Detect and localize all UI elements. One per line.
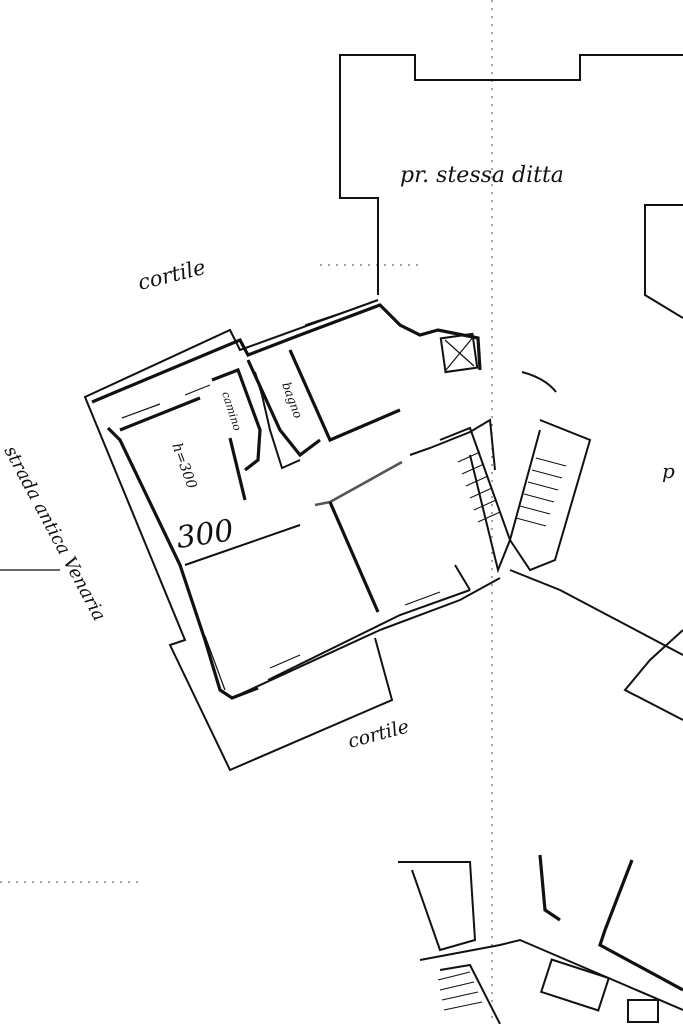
room-divider-gray [314, 460, 403, 507]
neighbor-label-partial-right: p [662, 459, 675, 483]
staircase-right-flight [508, 419, 592, 572]
room-divider-vertical [328, 501, 380, 613]
apartment-south-wall-inner [267, 589, 471, 681]
window-mark [304, 309, 351, 326]
interior-wall [184, 524, 301, 566]
door-jamb [454, 564, 471, 591]
interior-wall [119, 396, 201, 432]
bath-wall [246, 359, 321, 458]
right-building-corner [623, 629, 683, 721]
neighbor-building-outline [339, 54, 683, 295]
lower-building-outline [398, 861, 477, 952]
stair-arc [521, 371, 557, 393]
stair-treads [457, 451, 567, 527]
bath-inner-wall [254, 371, 301, 470]
lower-room-box-2 [627, 999, 659, 1023]
courtyard-label-top: cortile [135, 255, 208, 295]
apartment-south-wall [231, 577, 501, 699]
dimension-label: 300 [174, 513, 236, 556]
lower-room-box [539, 958, 611, 1012]
window-mark [121, 403, 161, 419]
staircase-left-flight [439, 426, 512, 574]
lower-building-wall [538, 854, 561, 922]
bagno-label: bagno [279, 380, 305, 420]
corridor-wall [409, 418, 496, 471]
window-mark [269, 654, 301, 669]
room-divider [288, 349, 401, 443]
closet-wall [211, 367, 262, 472]
elevator-cross [445, 335, 475, 371]
window-mark [204, 635, 226, 691]
street-label: strada antica Venaria [0, 442, 110, 624]
elevator-shaft [439, 332, 479, 374]
courtyard-label-bottom: cortile [346, 715, 412, 752]
neighbor-building-right-edge [644, 204, 683, 319]
camino-label: camino [219, 390, 244, 433]
block-outer-boundary [83, 299, 394, 772]
neighbor-property-label: pr. stessa ditta [400, 163, 564, 188]
ceiling-height-label: h=300 [168, 441, 199, 491]
lower-stair [439, 963, 501, 1024]
apartment-exterior-wall [91, 303, 482, 404]
window-mark [404, 591, 441, 606]
lower-stair-treads [437, 971, 483, 1011]
right-building-edge [509, 569, 683, 656]
closet-wall-2 [228, 437, 247, 501]
lower-building-wall-2 [598, 859, 683, 992]
window-mark [184, 384, 211, 396]
